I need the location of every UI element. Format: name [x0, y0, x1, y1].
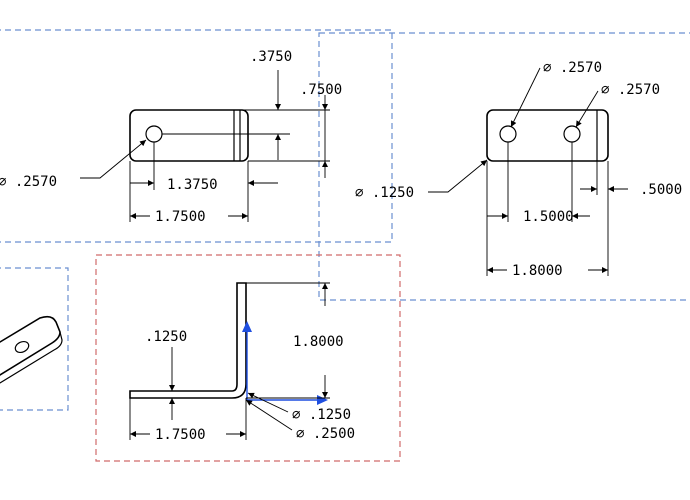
view-frame-top[interactable] — [0, 29, 393, 243]
top-dim-1750[interactable]: 1.7500 — [155, 209, 206, 225]
right-dim-500[interactable]: .5000 — [640, 182, 682, 198]
view-frame-front[interactable] — [95, 254, 401, 462]
front-bend-outer[interactable]: ∅ .2500 — [296, 426, 355, 442]
iso-view — [0, 315, 63, 384]
top-view-part-outline — [129, 109, 249, 162]
front-dim-1800[interactable]: 1.8000 — [293, 334, 344, 350]
top-dim-750[interactable]: .7500 — [300, 82, 342, 98]
front-dim-125[interactable]: .1250 — [145, 329, 187, 345]
top-dim-1375[interactable]: 1.3750 — [167, 177, 218, 193]
top-view: .3750 .7500 ∅ .2570 1.3750 1.7500 — [0, 49, 342, 225]
right-view-part-outline — [486, 109, 609, 162]
right-view: ∅ .2570 ∅ .2570 ∅ .1250 1.5000 .5000 1.8… — [355, 60, 682, 279]
right-bend-radius[interactable]: ∅ .1250 — [355, 185, 414, 201]
top-dim-375[interactable]: .3750 — [250, 49, 292, 65]
right-hole-diameter-right[interactable]: ∅ .2570 — [601, 82, 660, 98]
front-dim-1750[interactable]: 1.7500 — [155, 427, 206, 443]
view-frame-right[interactable] — [318, 32, 690, 301]
front-view: .1250 1.8000 ∅ .1250 ∅ .2500 1.7500 — [129, 282, 355, 443]
right-dim-1500[interactable]: 1.5000 — [523, 209, 574, 225]
iso-hole — [14, 340, 30, 354]
top-hole-diameter[interactable]: ∅ .2570 — [0, 174, 57, 190]
right-hole-diameter-left[interactable]: ∅ .2570 — [543, 60, 602, 76]
coordinate-system-icon — [242, 321, 328, 405]
front-bend-inner[interactable]: ∅ .1250 — [292, 407, 351, 423]
view-frame-iso[interactable] — [0, 267, 69, 411]
right-dim-1800[interactable]: 1.8000 — [512, 263, 563, 279]
iso-part — [0, 315, 61, 376]
